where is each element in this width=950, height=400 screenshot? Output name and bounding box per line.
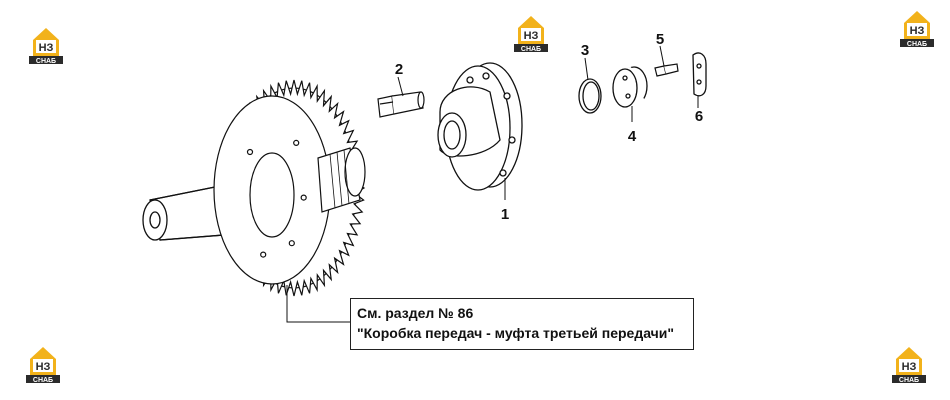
reference-note-line-2: "Коробка передач - муфта третьей передач… (357, 325, 675, 341)
svg-text:СНАБ: СНАБ (907, 41, 927, 48)
svg-text:СНАБ: СНАБ (33, 377, 53, 384)
logo-top-right: НЗ СНАБ (900, 11, 934, 48)
gear-bolt-hole (293, 139, 300, 146)
logo-top-left: НЗ СНАБ (29, 28, 63, 65)
callout-3: 3 (581, 42, 589, 59)
part-3-ring (578, 78, 602, 114)
large-gear (213, 79, 366, 297)
part-2-bolt (377, 91, 425, 118)
svg-text:НЗ: НЗ (36, 361, 51, 373)
svg-text:НЗ: НЗ (524, 30, 539, 42)
callout-6: 6 (695, 108, 703, 125)
callout-5: 5 (656, 31, 664, 48)
part-4-disc (612, 66, 648, 108)
shaft-right-end (317, 147, 366, 213)
callout-2: 2 (395, 61, 403, 78)
svg-text:НЗ: НЗ (902, 361, 917, 373)
svg-text:НЗ: НЗ (910, 25, 925, 37)
reference-note-box: См. раздел № 86 "Коробка передач - муфта… (350, 298, 694, 350)
svg-text:СНАБ: СНАБ (899, 377, 919, 384)
gear-bolt-hole (300, 194, 307, 201)
logo-bottom-left: НЗ СНАБ (26, 347, 60, 384)
gear-bolt-hole (246, 148, 254, 156)
logo-bottom-right: НЗ СНАБ (892, 347, 926, 384)
logo-top-center: НЗ СНАБ (514, 16, 548, 53)
callout-1: 1 (501, 206, 509, 223)
part-1-flange-hub (437, 62, 523, 191)
gear-bolt-hole (260, 251, 267, 258)
svg-text:СНАБ: СНАБ (521, 46, 541, 53)
part-5-small-bolt (654, 63, 679, 77)
svg-text:СНАБ: СНАБ (36, 58, 56, 65)
gear-bolt-hole (288, 240, 295, 247)
part-6-lock-plate (692, 52, 707, 97)
svg-text:НЗ: НЗ (39, 42, 54, 54)
leader-lines (286, 45, 699, 323)
reference-note-line-1: См. раздел № 86 (357, 305, 474, 321)
callout-4: 4 (628, 128, 637, 145)
gear-hub (249, 152, 295, 238)
